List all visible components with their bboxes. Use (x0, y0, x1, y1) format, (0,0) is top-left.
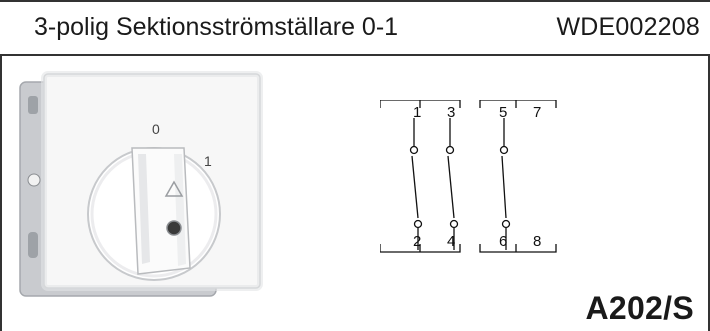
wiring-diagram: 1 3 5 7 2 4 6 8 (380, 100, 557, 253)
terminal-top-5: 5 (499, 104, 507, 121)
terminal-bottom-4: 4 (447, 233, 455, 250)
switch-product-image: 0 1 (19, 71, 263, 297)
article-code: WDE002208 (556, 13, 700, 41)
terminal-top-1: 1 (413, 104, 421, 121)
dial-label-off: 0 (152, 121, 160, 137)
terminal-bottom-8: 8 (533, 233, 541, 250)
header-bar: 3-polig Sektionsströmställare 0-1 WDE002… (0, 0, 710, 56)
terminal-bottom-2: 2 (413, 233, 421, 250)
padlock-hole-icon (166, 220, 182, 236)
terminal-top-3: 3 (447, 104, 455, 121)
position-arrow-icon (164, 180, 184, 197)
content-frame (0, 54, 710, 331)
terminal-top-7: 7 (533, 104, 541, 121)
model-number: A202/S (585, 290, 694, 326)
terminal-bottom-6: 6 (499, 233, 507, 250)
product-title: 3-polig Sektionsströmställare 0-1 (34, 13, 399, 41)
dial-label-on: 1 (204, 153, 212, 169)
